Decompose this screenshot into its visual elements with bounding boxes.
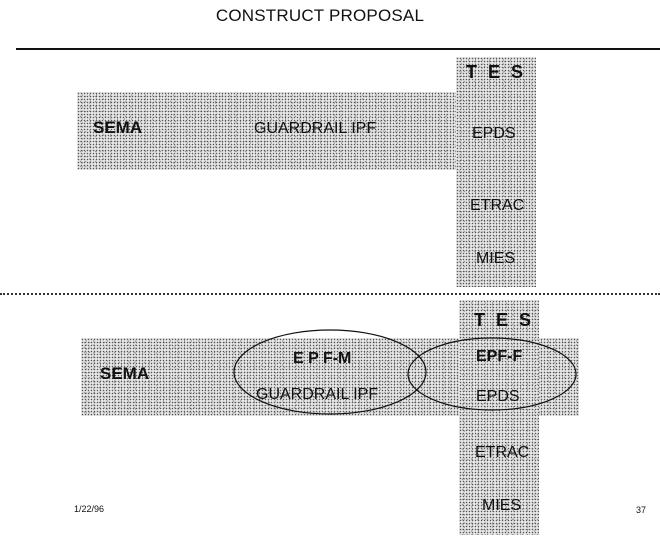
- page-title: CONSTRUCT PROPOSAL: [215, 6, 425, 25]
- oval-left-item: GUARDRAIL IPF: [256, 386, 379, 403]
- top-column-item: EPDS: [472, 125, 516, 142]
- oval-right-item: EPDS: [476, 388, 520, 405]
- top-left-label: SEMA: [93, 118, 143, 137]
- title-divider: [16, 48, 660, 50]
- top-center-label: GUARDRAIL IPF: [254, 120, 377, 137]
- bottom-left-label: SEMA: [100, 364, 150, 383]
- top-horizontal-bar: [77, 92, 461, 170]
- epf-f-oval: [407, 337, 577, 411]
- bottom-column-item: MIES: [482, 497, 522, 514]
- footer-date: 1/22/96: [74, 504, 105, 514]
- oval-left-title: E P F-M: [293, 350, 352, 367]
- top-vertical-bar: [456, 57, 536, 287]
- top-column-header: T E S: [466, 62, 527, 82]
- section-divider: [0, 293, 660, 295]
- top-column-item: ETRAC: [470, 197, 525, 214]
- bottom-column-header: T E S: [474, 310, 535, 330]
- top-column-item: MIES: [476, 250, 516, 267]
- epf-m-oval: [233, 329, 427, 415]
- page-number: 37: [636, 505, 647, 515]
- bottom-column-item: ETRAC: [475, 444, 530, 461]
- oval-right-title: EPF-F: [476, 348, 523, 365]
